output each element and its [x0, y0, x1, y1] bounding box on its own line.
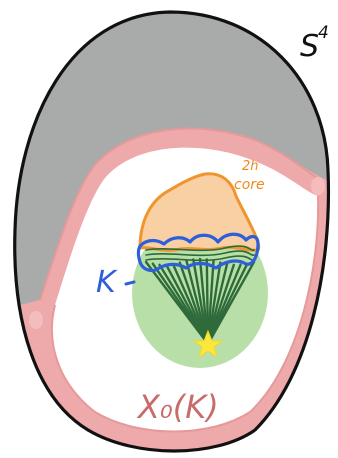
- complement-label: X₀(K): [136, 388, 219, 426]
- ribbon-line: [207, 260, 208, 340]
- sphere-label: S: [300, 29, 319, 64]
- band-end-right: [311, 177, 325, 195]
- sphere-exponent: 4: [318, 23, 329, 43]
- knot-pointer: [126, 282, 134, 284]
- core-label-line1: 2h: [242, 159, 259, 174]
- band-end-left: [29, 311, 43, 329]
- core-label-line2: core: [234, 177, 265, 193]
- knot-label: K: [96, 265, 118, 300]
